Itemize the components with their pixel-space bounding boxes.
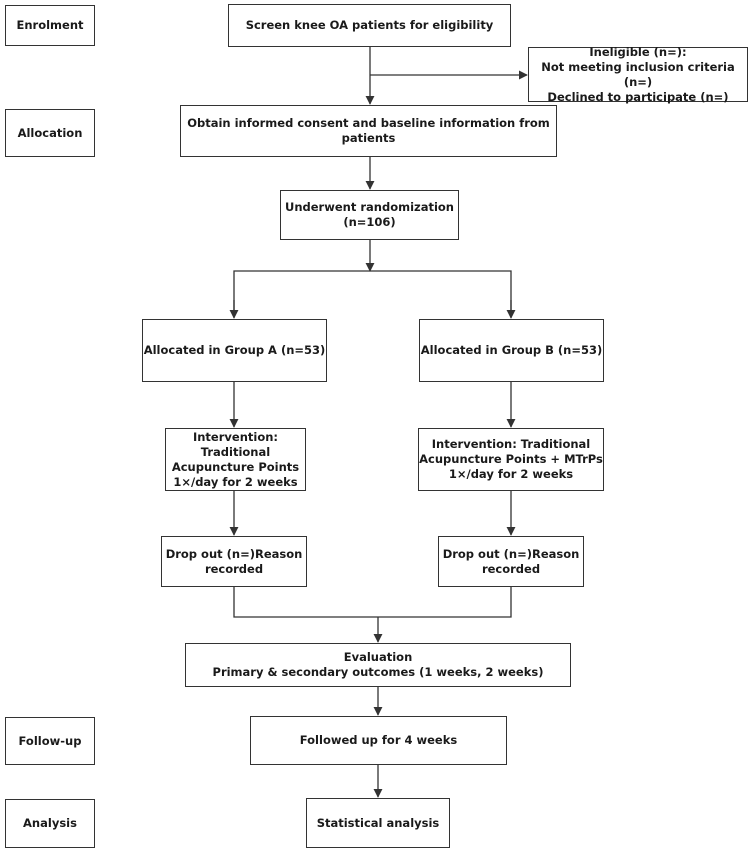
group-b-box: Allocated in Group B (n=53) bbox=[419, 319, 604, 382]
group-a-box: Allocated in Group A (n=53) bbox=[142, 319, 327, 382]
dropout-a-line-2: recorded bbox=[204, 561, 264, 576]
dropout-b-box: Drop out (n=)Reason recorded bbox=[438, 536, 584, 587]
evaluation-box: Evaluation Primary & secondary outcomes … bbox=[185, 643, 571, 687]
intervention-b-line-3: 1×/day for 2 weeks bbox=[448, 467, 574, 481]
stage-analysis: Analysis bbox=[5, 799, 95, 848]
intervention-b-box: Intervention: Traditional Acupuncture Po… bbox=[418, 428, 604, 491]
consent-box: Obtain informed consent and baseline inf… bbox=[180, 105, 557, 157]
statistical-analysis-box: Statistical analysis bbox=[306, 798, 450, 848]
intervention-a-line-2: Acupuncture Points bbox=[171, 459, 300, 474]
statistical-analysis-text: Statistical analysis bbox=[316, 815, 440, 830]
randomization-line-1: Underwent randomization bbox=[285, 200, 454, 214]
stage-analysis-label: Analysis bbox=[23, 816, 77, 830]
screen-box: Screen knee OA patients for eligibility bbox=[228, 4, 511, 47]
group-a-text: Allocated in Group A (n=53) bbox=[143, 343, 326, 357]
branch-line bbox=[233, 270, 512, 317]
consent-line-2: patients bbox=[341, 131, 396, 145]
ineligible-box: Ineligible (n=): Not meeting inclusion c… bbox=[528, 44, 748, 104]
intervention-a-line-3: 1×/day for 2 weeks bbox=[173, 474, 298, 489]
stage-follow-up: Follow-up bbox=[5, 717, 95, 765]
followed-up-text: Followed up for 4 weeks bbox=[299, 733, 458, 747]
evaluation-line-1: Evaluation bbox=[343, 650, 413, 664]
stage-enrolment: Enrolment bbox=[5, 5, 95, 46]
intervention-a-box: Intervention: Traditional Acupuncture Po… bbox=[165, 428, 306, 491]
intervention-b-line-2: Acupuncture Points + MTrPs bbox=[419, 452, 603, 466]
screen-text: Screen knee OA patients for eligibility bbox=[245, 18, 494, 32]
merge-line bbox=[233, 587, 512, 618]
stage-enrolment-label: Enrolment bbox=[16, 18, 84, 32]
intervention-a-line-1: Intervention: Traditional bbox=[192, 429, 279, 459]
followed-up-box: Followed up for 4 weeks bbox=[250, 716, 507, 765]
evaluation-line-2: Primary & secondary outcomes (1 weeks, 2… bbox=[212, 665, 544, 679]
group-b-text: Allocated in Group B (n=53) bbox=[420, 343, 603, 357]
dropout-b-line-2: recorded bbox=[481, 561, 541, 576]
randomization-line-2: (n=106) bbox=[343, 215, 396, 229]
ineligible-line-2: Not meeting inclusion criteria (n=) bbox=[541, 59, 735, 89]
ineligible-line-3: Declined to participate (n=) bbox=[547, 89, 729, 104]
dropout-a-box: Drop out (n=)Reason recorded bbox=[161, 536, 307, 587]
consent-line-1: Obtain informed consent and baseline inf… bbox=[187, 116, 550, 130]
stage-allocation: Allocation bbox=[5, 109, 95, 157]
stage-allocation-label: Allocation bbox=[17, 125, 83, 140]
stage-follow-up-label: Follow-up bbox=[18, 733, 82, 748]
intervention-b-line-1: Intervention: Traditional bbox=[431, 437, 591, 451]
dropout-b-line-1: Drop out (n=)Reason bbox=[442, 546, 580, 561]
ineligible-line-1: Ineligible (n=): bbox=[589, 44, 687, 59]
randomization-box: Underwent randomization (n=106) bbox=[280, 190, 459, 240]
dropout-a-line-1: Drop out (n=)Reason bbox=[165, 546, 303, 561]
